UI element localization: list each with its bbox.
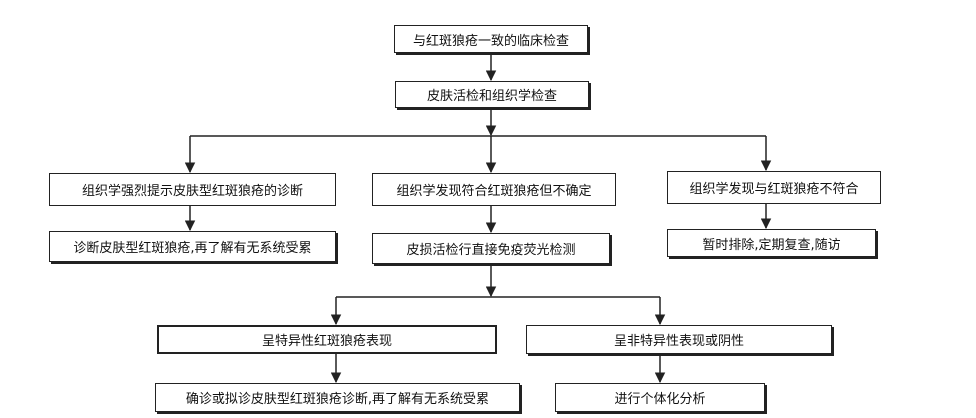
histology-uncertain-box: 组织学发现符合红斑狼疮但不确定: [372, 173, 616, 206]
specific-lupus-box: 呈特异性红斑狼疮表现: [157, 325, 497, 354]
diagnosis-cle-box: 诊断皮肤型红斑狼疮,再了解有无系统受累: [49, 231, 336, 262]
biopsy-histology-box: 皮肤活检和组织学检查: [395, 81, 589, 108]
clinical-exam-box: 与红斑狼疮一致的临床检查: [394, 25, 588, 53]
histology-strong-box: 组织学强烈提示皮肤型红斑狼疮的诊断: [49, 173, 336, 206]
confirm-diagnosis-box: 确诊或拟诊皮肤型红斑狼疮诊断,再了解有无系统受累: [155, 383, 520, 412]
nonspecific-negative-box: 呈非特异性表现或阴性: [526, 325, 832, 354]
exclude-followup-box: 暂时排除,定期复查,随访: [667, 229, 876, 257]
individualized-analysis-box: 进行个体化分析: [555, 383, 765, 412]
histology-not-consistent-box: 组织学发现与红斑狼疮不符合: [667, 171, 881, 204]
direct-immunofluorescence-box: 皮损活检行直接免疫荧光检测: [372, 233, 610, 264]
